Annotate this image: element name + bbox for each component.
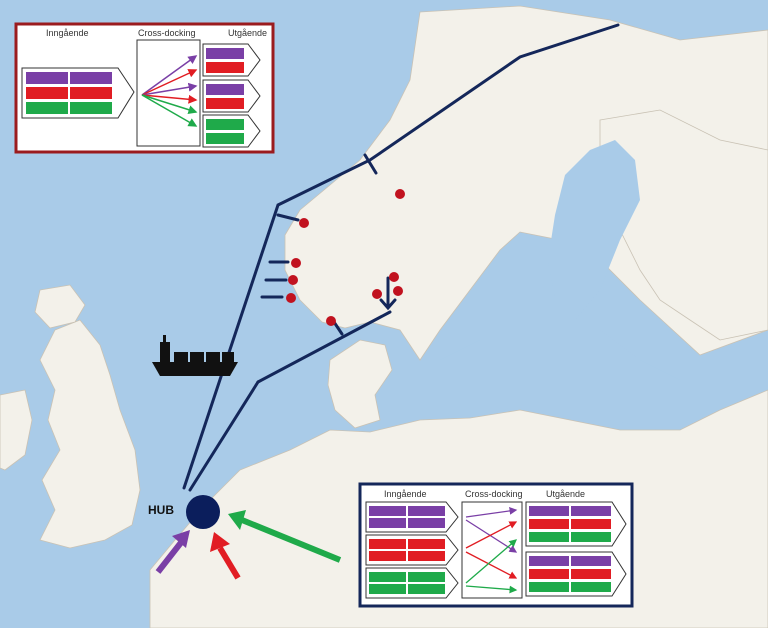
- cross-dock-panel-bottom: Inngående Cross-docking Utgående: [358, 482, 634, 608]
- port-marker: [288, 275, 298, 285]
- purple-inbound-arrow: [155, 538, 186, 574]
- port-marker: [326, 316, 336, 326]
- port-marker: [291, 258, 301, 268]
- shipping-routes: [182, 23, 620, 492]
- cargo-ship-icon: [152, 335, 238, 376]
- hub-label: HUB: [148, 503, 174, 517]
- route-oslo-arrowhead: [379, 298, 397, 311]
- hub-node: [186, 495, 220, 529]
- cross-dock-panel-top: Inngående Cross-docking Utgående: [14, 22, 275, 154]
- route-tick: [363, 153, 378, 175]
- outbound-label-top: Utgående: [228, 28, 267, 38]
- land-ireland: [0, 389, 33, 471]
- route-tick: [332, 320, 344, 336]
- port-marker: [393, 286, 403, 296]
- land-denmark: [327, 339, 393, 429]
- route-tick: [276, 213, 300, 222]
- green-inbound-arrow: [240, 517, 342, 563]
- inbound-label-bottom: Inngående: [384, 489, 427, 499]
- inbound-label-top: Inngående: [46, 28, 89, 38]
- port-marker: [286, 293, 296, 303]
- sea-bothnia: [548, 140, 640, 320]
- sea-baltic: [440, 320, 700, 430]
- cross-docking-label-bottom: Cross-docking: [465, 489, 523, 499]
- inbound-arrows: [155, 510, 342, 580]
- cross-docking-label-top: Cross-docking: [138, 28, 196, 38]
- land-great-britain: [39, 319, 141, 549]
- outbound-label-bottom: Utgående: [546, 489, 585, 499]
- route-north-parallel: [188, 380, 260, 492]
- port-marker: [299, 218, 309, 228]
- land-scotland: [34, 284, 86, 329]
- port-marker: [395, 189, 405, 199]
- route-east: [256, 310, 392, 384]
- port-marker: [389, 272, 399, 282]
- red-inbound-arrow: [217, 546, 241, 580]
- port-marker: [372, 289, 382, 299]
- route-north: [182, 23, 620, 490]
- ports: [286, 189, 405, 326]
